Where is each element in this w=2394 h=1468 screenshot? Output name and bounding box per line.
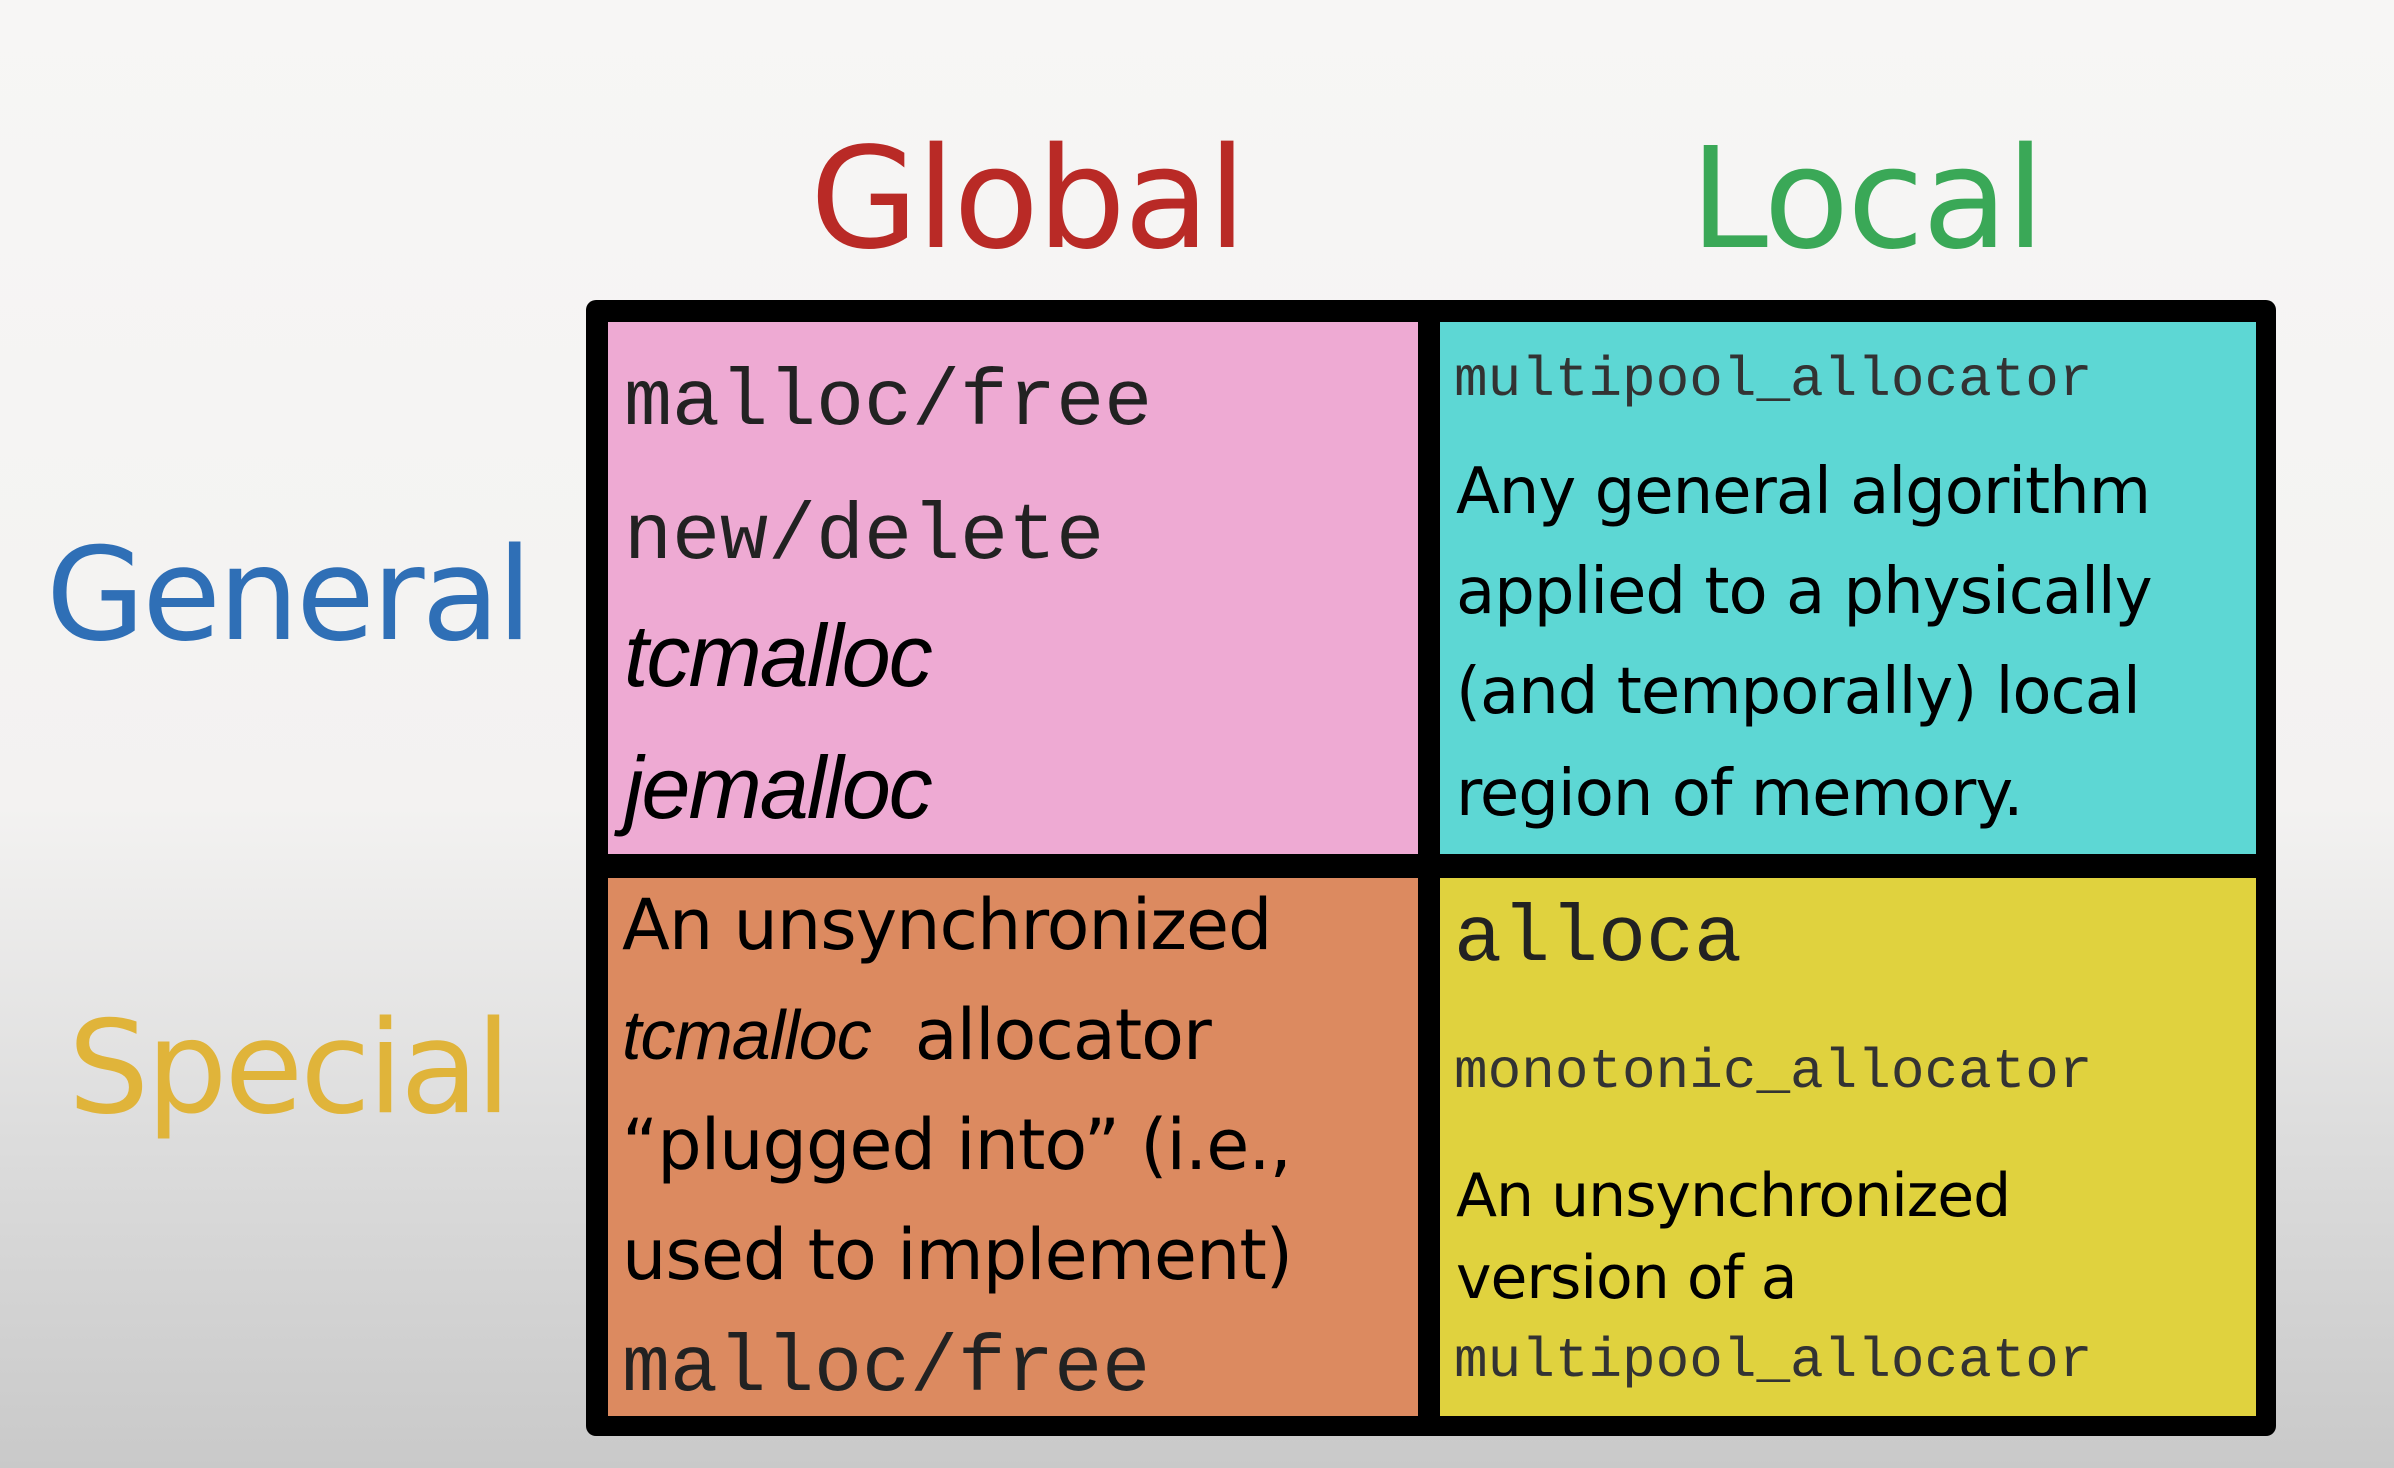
allocator-word: allocator <box>914 994 1212 1076</box>
column-header-local: Local <box>1690 118 2045 281</box>
italic-tcmalloc: tcmalloc <box>622 996 872 1074</box>
row-header-general: General <box>46 521 532 670</box>
description-line-4: region of memory. <box>1456 757 2023 831</box>
description-line-1: An unsynchronized <box>1456 1161 2011 1231</box>
cell-global-general: malloc/free new/delete tcmalloc jemalloc <box>608 322 1418 854</box>
code-malloc-free: malloc/free <box>622 1324 1151 1415</box>
item-tcmalloc: tcmalloc <box>624 606 933 705</box>
item-new-delete: new/delete <box>624 492 1105 583</box>
item-malloc-free: malloc/free <box>624 358 1153 449</box>
cell-local-general: multipool_allocator Any general algorith… <box>1440 322 2256 854</box>
description-line-3: (and temporally) local <box>1456 655 2141 729</box>
description-line-3: “plugged into” (i.e., <box>622 1104 1292 1186</box>
item-jemalloc: jemalloc <box>624 738 933 837</box>
code-alloca: alloca <box>1454 894 1743 985</box>
description-line-1: Any general algorithm <box>1456 455 2151 529</box>
description-line-1: An unsynchronized <box>622 884 1272 966</box>
allocator-quadrant-grid: malloc/free new/delete tcmalloc jemalloc… <box>586 300 2276 1436</box>
code-multipool-allocator: multipool_allocator <box>1454 348 2093 412</box>
description-line-2: version of a <box>1456 1243 1797 1313</box>
code-multipool-allocator: multipool_allocator <box>1454 1329 2093 1393</box>
cell-local-special: alloca monotonic_allocator An unsynchron… <box>1440 878 2256 1416</box>
row-header-special: Special <box>68 994 511 1143</box>
description-line-2: applied to a physically <box>1456 555 2153 629</box>
column-header-global: Global <box>810 118 1247 281</box>
description-line-4: used to implement) <box>622 1214 1293 1296</box>
code-monotonic-allocator: monotonic_allocator <box>1454 1040 2093 1104</box>
